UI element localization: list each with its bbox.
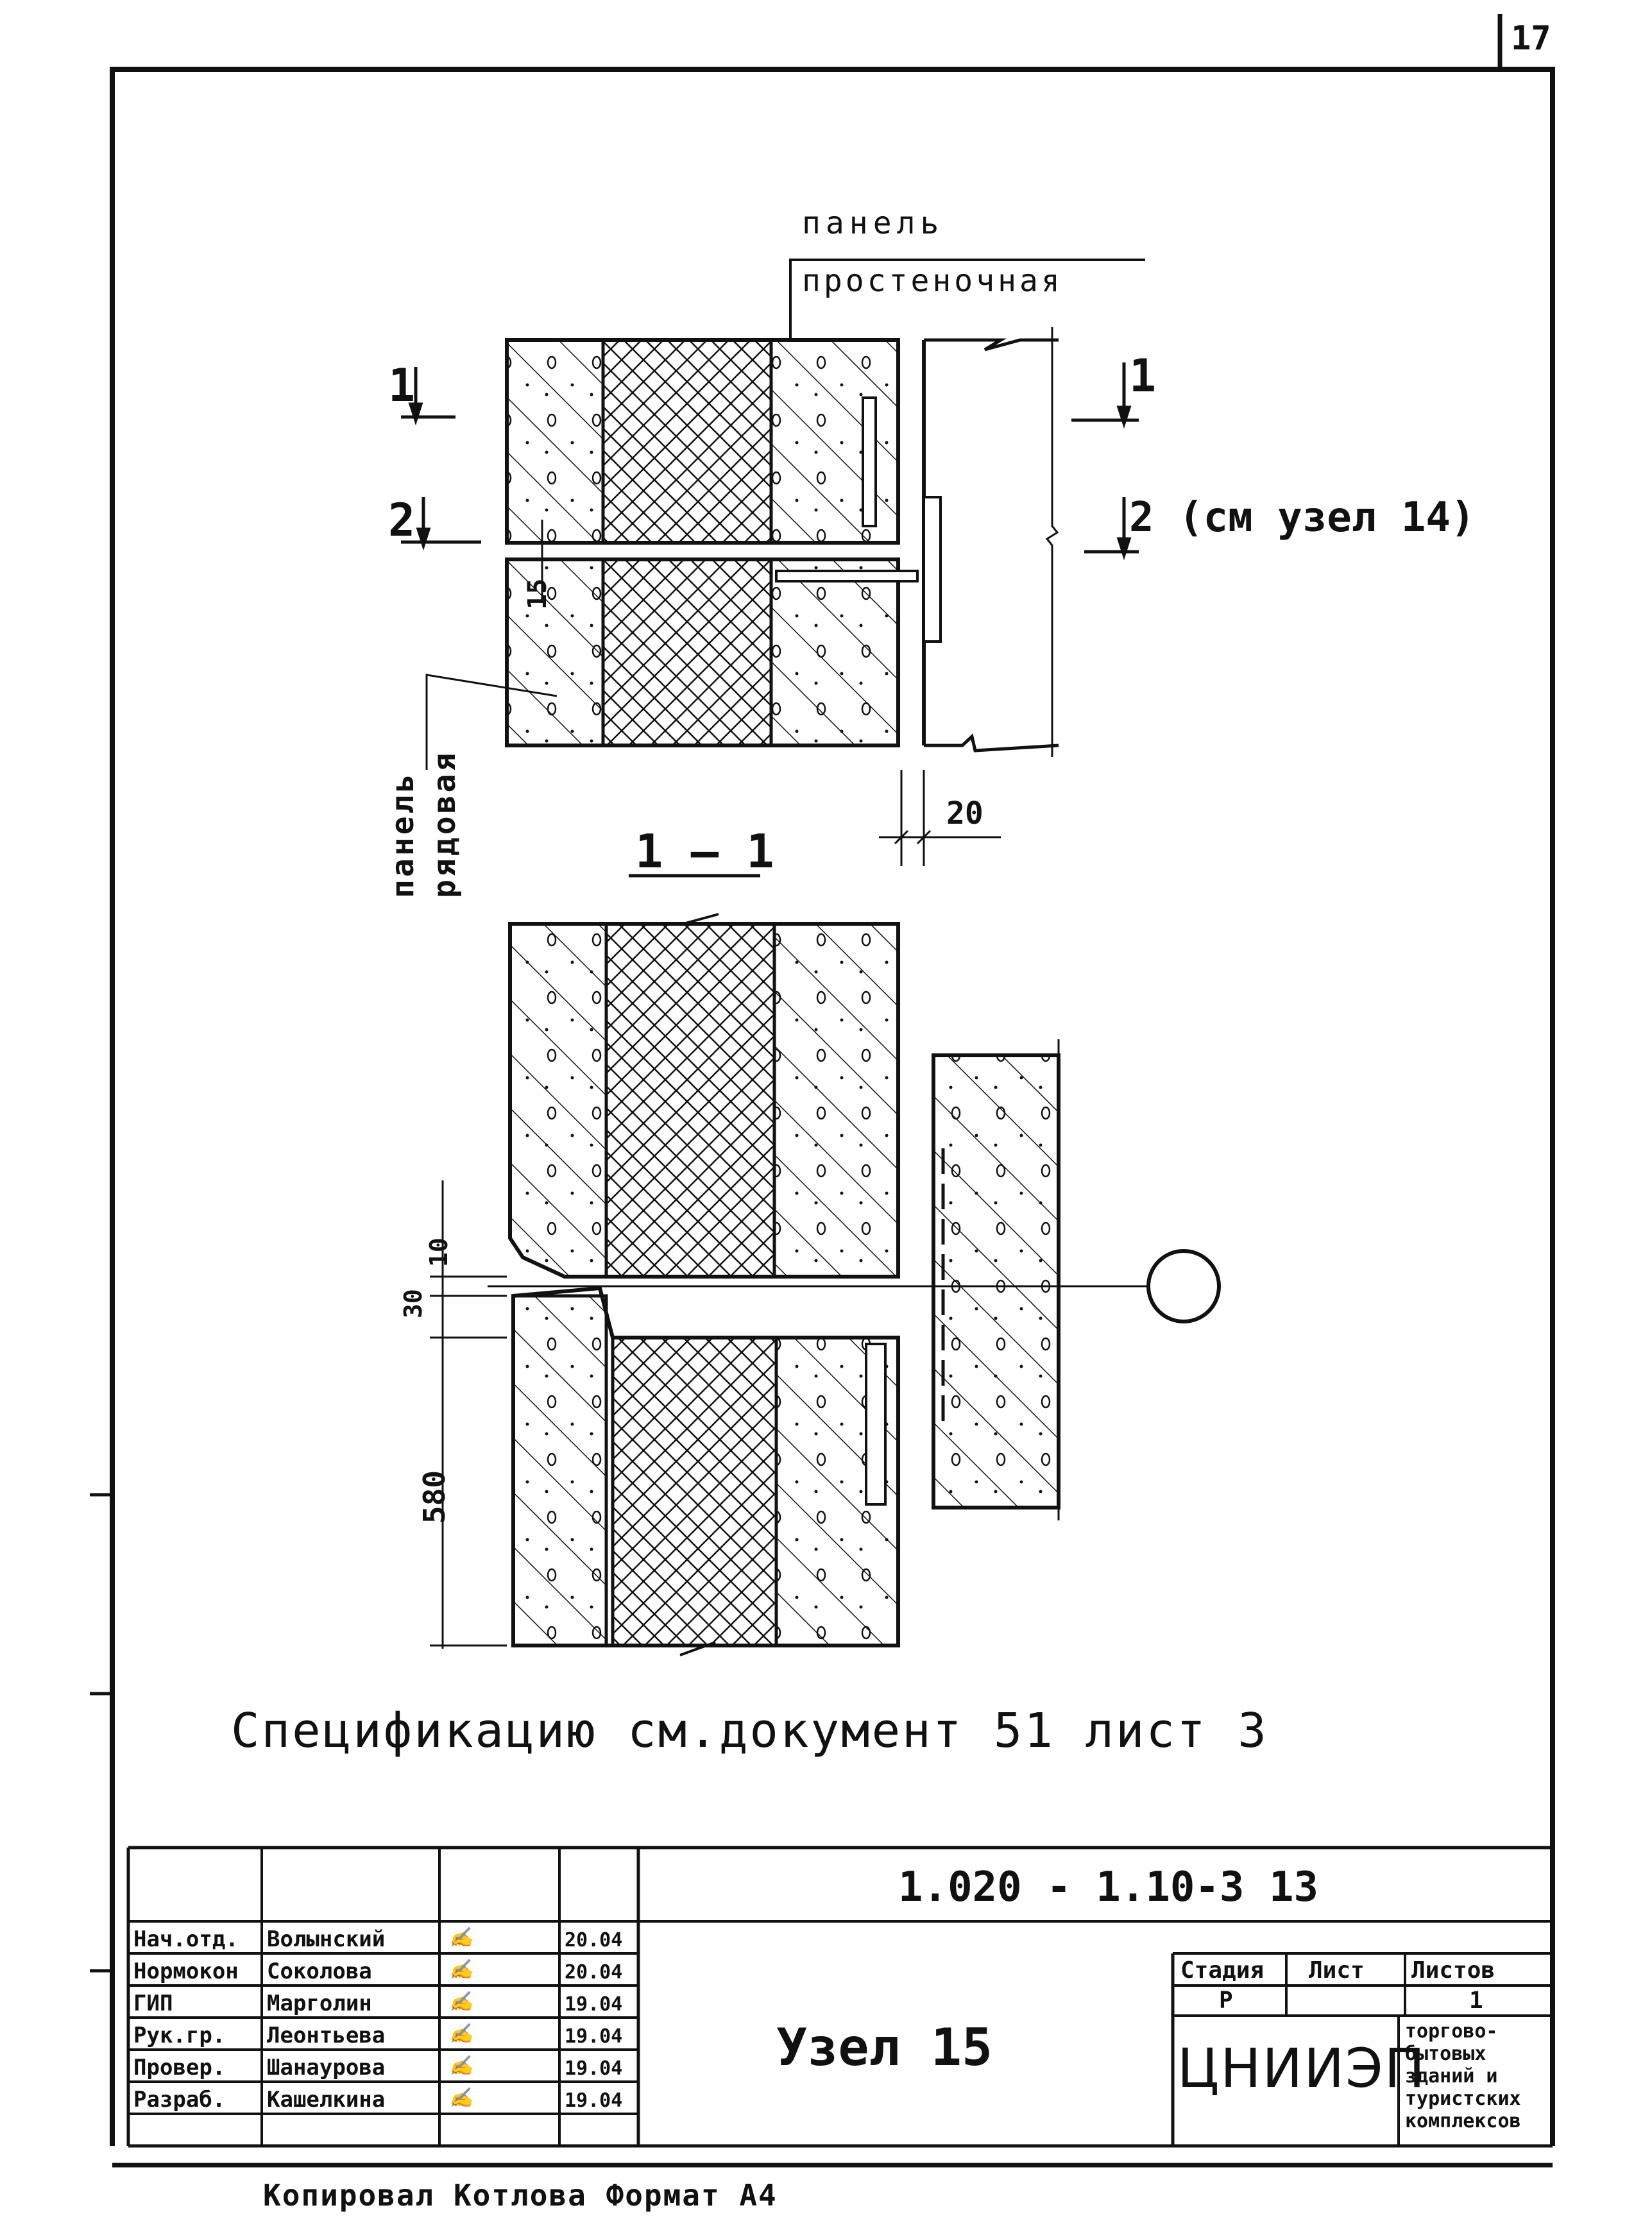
- row-name-1: Волынский: [267, 1926, 386, 1952]
- signature-3: ✍: [449, 1991, 473, 2013]
- stage-header: Стадия: [1180, 1957, 1265, 1984]
- section-title-1-1: 1 — 1: [635, 824, 774, 878]
- row-name-4: Леонтьева: [267, 2023, 386, 2048]
- row-name-5: Шанаурова: [267, 2055, 386, 2080]
- drawing-title: Узел 15: [776, 2018, 993, 2077]
- row-date-1: 20.04: [565, 1929, 623, 1952]
- section-ref-2: 2 (см узел 14): [1129, 494, 1476, 541]
- wall-panel-label-line2: простеночная: [802, 263, 1063, 299]
- stage-value: Р: [1219, 1987, 1233, 2014]
- row-panel-label-line1: панель: [385, 771, 421, 898]
- org-desc-line-1: торгово-: [1405, 2020, 1498, 2043]
- org-desc-line-2: бытовых: [1405, 2043, 1486, 2065]
- org-desc-line-3: зданий и: [1405, 2065, 1498, 2088]
- row-name-6: Кашелкина: [267, 2087, 386, 2113]
- row-role-2: Нормокон: [133, 1959, 239, 1984]
- specification-note: Спецификацию см.документ 51 лист 3: [231, 1703, 1268, 1758]
- row-date-2: 20.04: [565, 1961, 623, 1984]
- signature-5: ✍: [449, 2055, 473, 2077]
- org-desc-line-4: туристских: [1405, 2088, 1521, 2110]
- signature-1: ✍: [449, 1926, 473, 1949]
- sheet-number: 17: [1511, 19, 1551, 58]
- section-mark-2-left: 2: [388, 494, 416, 547]
- section-mark-1-right: 1: [1129, 350, 1157, 402]
- row-role-5: Провер.: [133, 2055, 226, 2080]
- dim-15: 15: [523, 578, 552, 609]
- upper-detail: [401, 259, 1145, 878]
- sheet-frame: [90, 14, 1555, 2168]
- dim-20: 20: [946, 795, 984, 831]
- section-1-1: [430, 913, 1221, 1656]
- row-role-6: Разраб.: [133, 2087, 226, 2113]
- title-block-lines: [126, 1846, 1553, 2148]
- row-panel-label-line2: рядовая: [427, 750, 463, 898]
- row-date-5: 19.04: [565, 2057, 623, 2080]
- dim-10: 10: [425, 1237, 453, 1267]
- row-date-3: 19.04: [565, 1993, 623, 2016]
- row-role-1: Нач.отд.: [133, 1926, 239, 1952]
- document-code: 1.020 - 1.10-3 13: [898, 1864, 1319, 1911]
- bottom-cut-text: Копировал Котлова Формат А4: [263, 2178, 778, 2213]
- section-mark-1-left: 1: [388, 359, 416, 412]
- dim-30: 30: [399, 1289, 427, 1318]
- signature-4: ✍: [449, 2023, 473, 2045]
- signature-6: ✍: [449, 2087, 473, 2109]
- row-name-2: Соколова: [267, 1959, 372, 1984]
- dim-580: 580: [417, 1470, 452, 1524]
- row-date-6: 19.04: [565, 2089, 623, 2112]
- sheets-header: Листов: [1411, 1957, 1495, 1984]
- signature-2: ✍: [449, 1959, 473, 1981]
- org-desc-line-5: комплексов: [1405, 2110, 1521, 2132]
- organization-name: ЦНИИЭП: [1177, 2037, 1426, 2100]
- row-role-3: ГИП: [133, 1991, 173, 2016]
- row-name-3: Марголин: [267, 1991, 372, 2016]
- sheet-header: Лист: [1309, 1957, 1365, 1984]
- row-role-4: Рук.гр.: [133, 2023, 226, 2048]
- wall-panel-label-line1: панель: [802, 205, 944, 241]
- sheets-value: 1: [1469, 1987, 1483, 2014]
- row-date-4: 19.04: [565, 2025, 623, 2048]
